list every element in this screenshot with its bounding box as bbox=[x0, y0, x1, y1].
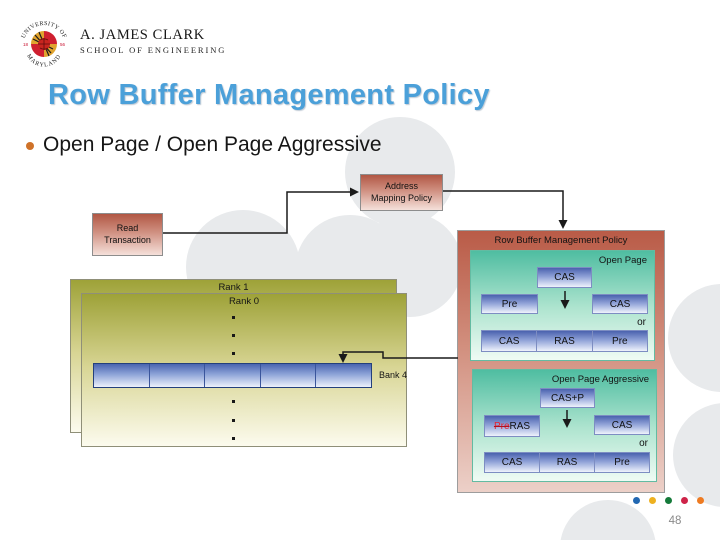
bullet-item: Open Page / Open Page Aggressive bbox=[26, 133, 382, 157]
op-left-cmd-box: Pre bbox=[481, 294, 538, 314]
bank-segment bbox=[315, 364, 371, 387]
decor-circle bbox=[673, 403, 720, 507]
division-name: SCHOOL OF ENGINEERING bbox=[80, 45, 227, 55]
arrow-amp-to-rbmp bbox=[443, 190, 564, 221]
opa-bottom-cmd-3: Pre bbox=[594, 452, 650, 473]
op-bottom-cmd-2: RAS bbox=[536, 330, 593, 352]
institution-name: A. JAMES CLARK bbox=[80, 27, 205, 43]
rank0-label: Rank 0 bbox=[228, 296, 260, 307]
open-page-label: Open Page bbox=[598, 255, 647, 266]
decor-circle bbox=[560, 500, 656, 540]
ellipsis-dot bbox=[232, 352, 235, 355]
read-transaction-box: Read Transaction bbox=[92, 213, 163, 256]
red-dot bbox=[681, 497, 688, 504]
bullet-text: Open Page / Open Page Aggressive bbox=[43, 133, 382, 156]
ellipsis-dot bbox=[232, 400, 235, 403]
seal-year-right: 56 bbox=[60, 42, 66, 47]
opa-left-cmd-struck: Pre bbox=[493, 420, 510, 432]
op-top-cmd-box: CAS bbox=[537, 267, 592, 288]
opa-top-cmd: CAS+P bbox=[550, 392, 585, 404]
blue-dot bbox=[633, 497, 640, 504]
opa-top-cmd-box: CAS+P bbox=[540, 388, 595, 408]
read-transaction-line2: Transaction bbox=[104, 234, 151, 245]
seal-year-left: 18 bbox=[23, 42, 29, 47]
opa-bottom-row: CAS RAS Pre bbox=[484, 452, 650, 473]
umd-seal-logo: UNIVERSITY OF MARYLAND 18 56 bbox=[18, 17, 70, 76]
rbmp-title: Row Buffer Management Policy bbox=[494, 235, 628, 246]
opa-left-cmd-box: PreRAS bbox=[484, 415, 540, 437]
orange-dot bbox=[697, 497, 704, 504]
page-title: Row Buffer Management Policy bbox=[48, 79, 490, 111]
arrowhead bbox=[558, 220, 568, 229]
op-right-cmd-box: CAS bbox=[592, 294, 648, 314]
seal-shield bbox=[31, 31, 57, 57]
green-dot bbox=[665, 497, 672, 504]
op-bottom-cmd-1: CAS bbox=[481, 330, 538, 352]
op-top-cmd: CAS bbox=[554, 272, 575, 283]
read-transaction-line1: Read bbox=[116, 223, 139, 234]
op-bottom-row: CAS RAS Pre bbox=[481, 330, 648, 352]
bank-segment bbox=[259, 364, 316, 387]
op-left-cmd: Pre bbox=[501, 298, 518, 310]
bank-segment bbox=[148, 364, 205, 387]
op-bottom-cmd-3: Pre bbox=[591, 330, 648, 352]
opa-left-cmd-rest: RAS bbox=[509, 420, 531, 432]
address-mapping-line2: Mapping Policy bbox=[370, 192, 433, 203]
bank4-label: Bank 4 bbox=[379, 370, 408, 380]
decor-circle bbox=[668, 284, 720, 392]
address-mapping-line1: Address bbox=[384, 181, 419, 192]
footer-dots bbox=[633, 497, 704, 504]
opa-right-cmd: CAS bbox=[611, 419, 633, 431]
rank1-label: Rank 1 bbox=[218, 282, 249, 293]
bank-bar bbox=[93, 363, 372, 388]
opa-bottom-cmd-1: CAS bbox=[484, 452, 540, 473]
ellipsis-dot bbox=[232, 419, 235, 422]
ellipsis-dot bbox=[232, 334, 235, 337]
gold-dot bbox=[649, 497, 656, 504]
bullet-marker-icon bbox=[26, 142, 34, 150]
opa-bottom-cmd-2: RAS bbox=[539, 452, 595, 473]
bank-segment bbox=[204, 364, 260, 387]
bank-segment bbox=[94, 364, 149, 387]
op-right-cmd: CAS bbox=[609, 298, 631, 310]
ellipsis-dot bbox=[232, 316, 235, 319]
address-mapping-policy-box: Address Mapping Policy bbox=[360, 174, 443, 211]
op-or-label: or bbox=[637, 317, 646, 328]
page-number: 48 bbox=[668, 515, 682, 527]
ellipsis-dot bbox=[232, 437, 235, 440]
opa-or-label: or bbox=[639, 438, 648, 449]
opa-right-cmd-box: CAS bbox=[594, 415, 650, 435]
open-page-aggressive-label: Open Page Aggressive bbox=[551, 374, 649, 385]
